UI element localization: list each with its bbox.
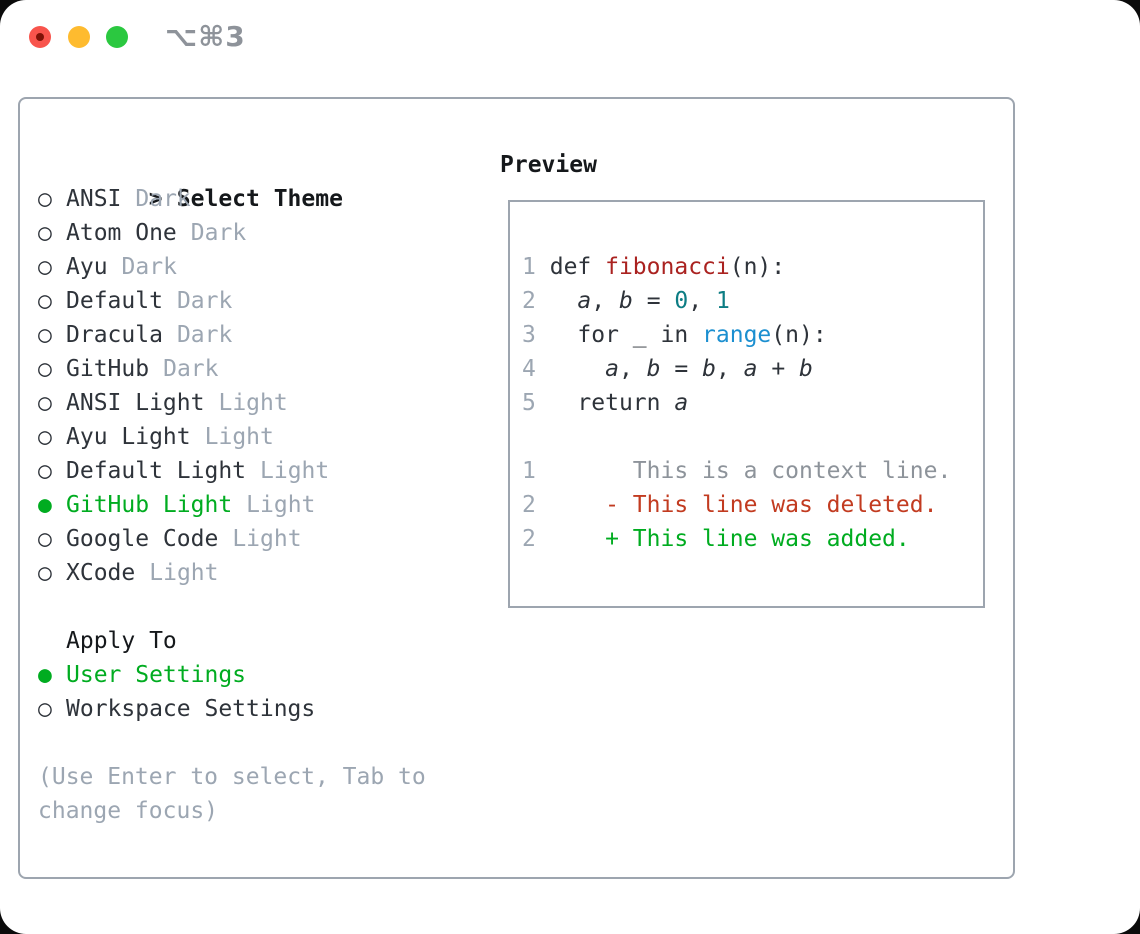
line-number: 4: [522, 356, 536, 382]
theme-option-label: Ayu: [66, 254, 108, 280]
apply-option-label: Workspace Settings: [66, 696, 316, 722]
theme-option-label: ANSI: [66, 186, 122, 212]
theme-option-ansi-light[interactable]: ○ ANSI Light Light: [38, 386, 488, 420]
theme-variant-label: Light: [218, 390, 288, 416]
line-number: 2: [522, 526, 536, 552]
preview-line: 2 a, b = 0, 1: [522, 288, 730, 314]
radio-icon: ○: [38, 696, 52, 722]
line-number: 2: [522, 288, 536, 314]
theme-option-ayu-light[interactable]: ○ Ayu Light Light: [38, 420, 488, 454]
theme-variant-label: Light: [149, 560, 219, 586]
theme-option-xcode[interactable]: ○ XCode Light: [38, 556, 488, 590]
radio-selected-icon: ●: [38, 492, 52, 518]
theme-option-label: GitHub Light: [66, 492, 233, 518]
theme-option-github-light[interactable]: ● GitHub Light Light: [38, 488, 488, 522]
preview-line: 4 a, b = b, a + b: [522, 356, 813, 382]
apply-to-list: ● User Settings ○ Workspace Settings: [38, 658, 488, 726]
theme-option-github[interactable]: ○ GitHub Dark: [38, 352, 488, 386]
radio-icon: ○: [38, 186, 52, 212]
radio-icon: ○: [38, 220, 52, 246]
preview-line: 1 def fibonacci(n):: [522, 254, 786, 280]
theme-option-ayu[interactable]: ○ Ayu Dark: [38, 250, 488, 284]
radio-selected-icon: ●: [38, 662, 52, 688]
radio-icon: ○: [38, 424, 52, 450]
preview-line: 2 - This line was deleted.: [522, 492, 938, 518]
preview-line: 2 + This line was added.: [522, 526, 910, 552]
apply-option-workspace-settings[interactable]: ○ Workspace Settings: [38, 692, 488, 726]
theme-option-google-code[interactable]: ○ Google Code Light: [38, 522, 488, 556]
window-title: ⌥⌘3: [165, 20, 246, 53]
theme-variant-label: Light: [204, 424, 274, 450]
radio-icon: ○: [38, 322, 52, 348]
theme-variant-label: Light: [232, 526, 302, 552]
cursor-icon: >: [148, 186, 163, 212]
radio-icon: ○: [38, 458, 52, 484]
theme-option-label: Default Light: [66, 458, 247, 484]
zoom-button[interactable]: [106, 26, 128, 48]
select-theme-header: > Select Theme: [38, 148, 488, 212]
theme-variant-label: Dark: [176, 322, 233, 348]
theme-option-label: Dracula: [66, 322, 163, 348]
radio-icon: ○: [38, 526, 52, 552]
theme-option-label: Google Code: [66, 526, 219, 552]
preview-line: 1 This is a context line.: [522, 458, 952, 484]
radio-icon: ○: [38, 254, 52, 280]
minimize-button[interactable]: [68, 26, 90, 48]
window-titlebar: ⌥⌘3: [0, 0, 1140, 80]
theme-variant-label: Light: [246, 492, 316, 518]
apply-option-user-settings[interactable]: ● User Settings: [38, 658, 488, 692]
apply-option-label: User Settings: [66, 662, 247, 688]
theme-option-atom-one[interactable]: ○ Atom One Dark: [38, 216, 488, 250]
radio-icon: ○: [38, 560, 52, 586]
theme-option-dracula[interactable]: ○ Dracula Dark: [38, 318, 488, 352]
theme-option-label: Ayu Light: [66, 424, 191, 450]
theme-option-label: GitHub: [66, 356, 150, 382]
theme-variant-label: Dark: [190, 220, 247, 246]
radio-icon: ○: [38, 390, 52, 416]
line-number: 5: [522, 390, 536, 416]
line-number: 1: [522, 458, 536, 484]
theme-variant-label: Dark: [163, 356, 219, 382]
theme-variant-label: Dark: [121, 254, 177, 280]
spacer: [38, 726, 488, 760]
theme-variant-label: Light: [260, 458, 330, 484]
select-theme-label: Select Theme: [176, 186, 343, 212]
theme-variant-label: Dark: [135, 186, 191, 212]
theme-option-default-light[interactable]: ○ Default Light Light: [38, 454, 488, 488]
close-button[interactable]: [29, 26, 51, 48]
theme-option-label: ANSI Light: [66, 390, 205, 416]
theme-option-label: Default: [66, 288, 163, 314]
spacer: [38, 590, 488, 624]
preview-line: 3 for _ in range(n):: [522, 322, 827, 348]
theme-option-default[interactable]: ○ Default Dark: [38, 284, 488, 318]
theme-option-label: XCode: [66, 560, 136, 586]
line-number: 3: [522, 322, 536, 348]
preview-header: Preview: [500, 152, 597, 178]
preview-line: 5 return a: [522, 390, 689, 416]
line-number: 1: [522, 254, 536, 280]
preview-box: 1 def fibonacci(n): 2 a, b = 0, 1 3 for _ …: [508, 200, 985, 608]
theme-option-ansi[interactable]: ○ ANSI Dark: [38, 182, 488, 216]
unsaved-changes-dot: [36, 33, 44, 41]
theme-option-label: Atom One: [66, 220, 177, 246]
preview-blank-line: [522, 420, 983, 454]
radio-icon: ○: [38, 288, 52, 314]
line-number: 2: [522, 492, 536, 518]
theme-variant-label: Dark: [176, 288, 233, 314]
keyboard-hint: (Use Enter to select, Tab to change focu…: [38, 764, 426, 824]
preview-code: 1 def fibonacci(n): 2 a, b = 0, 1 3 for _ …: [510, 202, 983, 556]
radio-icon: ○: [38, 356, 52, 382]
apply-to-header: Apply To: [66, 628, 177, 654]
